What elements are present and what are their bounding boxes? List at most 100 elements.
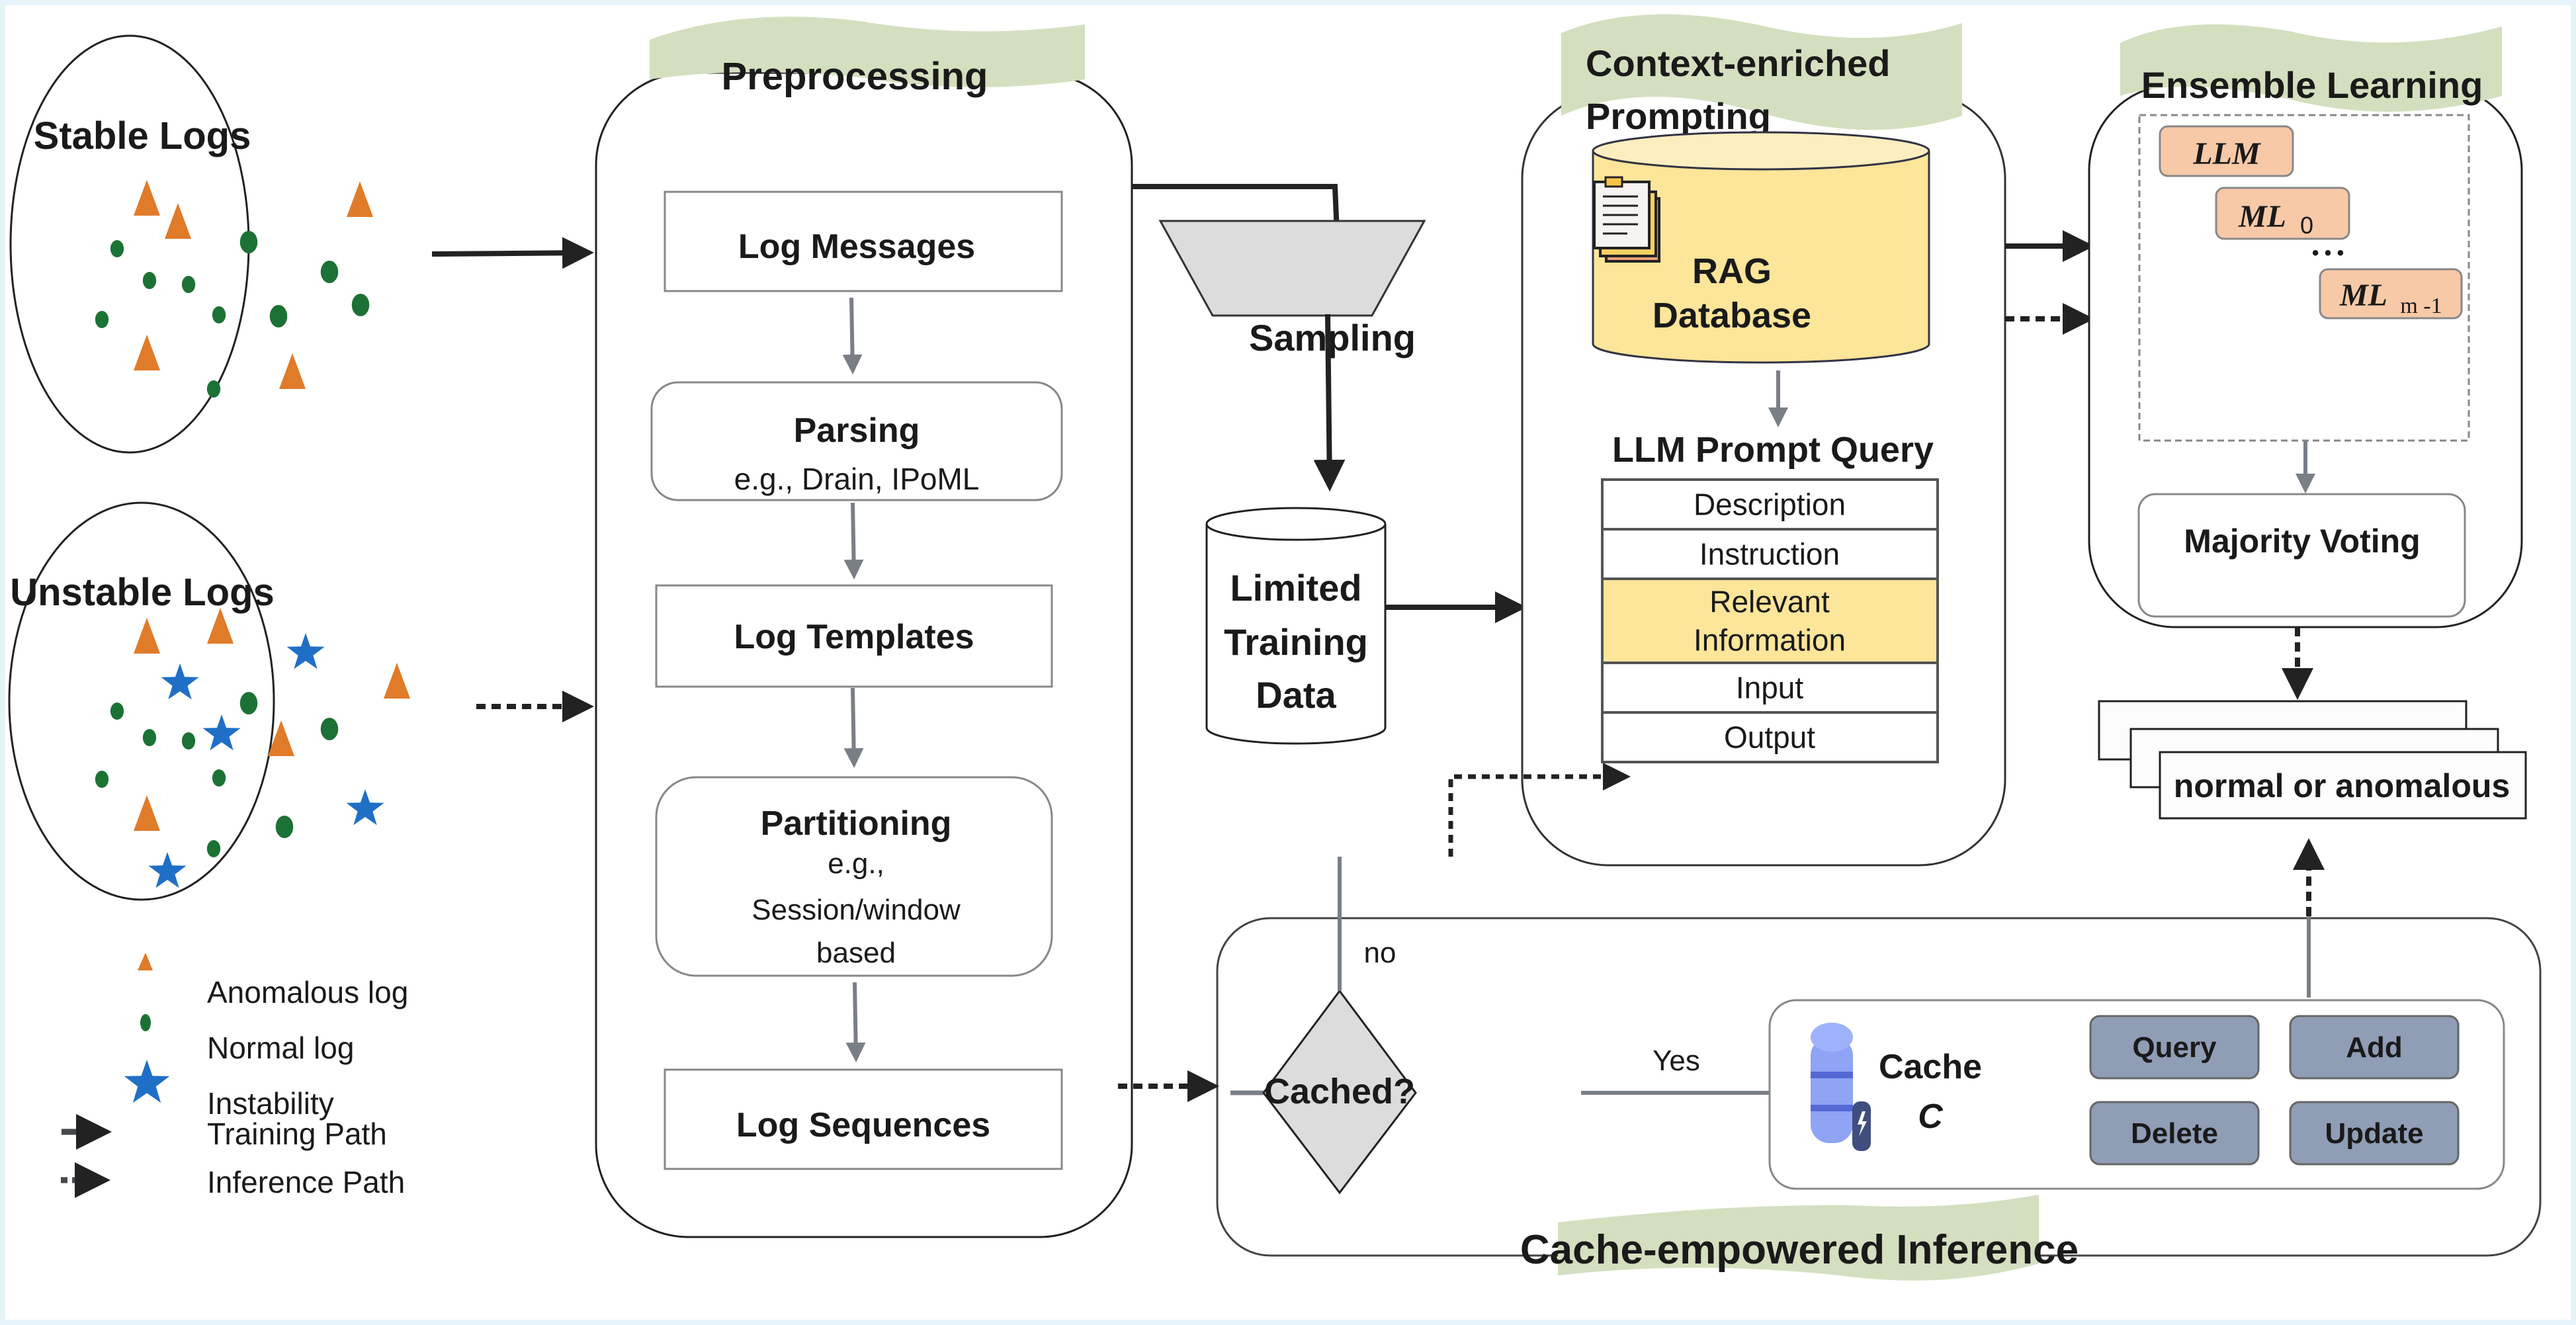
partitioning-subtitle: Session/window <box>751 894 961 926</box>
cache-op-delete-button[interactable]: Delete <box>2089 1101 2260 1166</box>
log-templates-box <box>655 584 1053 688</box>
inference-title: Cache-empowered Inference <box>1520 1227 2079 1273</box>
majority-voting-box <box>2137 493 2466 618</box>
legend-label: Inference Path <box>207 1165 405 1199</box>
normal-log-marker <box>110 703 124 720</box>
flow-arrow <box>845 982 866 1062</box>
sampling-to-data-arrow <box>1313 314 1346 492</box>
normal-log-marker <box>181 276 196 293</box>
stable-to-preprocessing-arrow <box>431 237 594 269</box>
unstable-logs-cluster: Unstable Logs <box>8 501 410 901</box>
no-to-prompting-arrow <box>1448 763 1631 857</box>
ml0-model-box <box>2215 187 2350 240</box>
cache-op-label: Update <box>2325 1117 2423 1150</box>
prompt-row-label: Instruction <box>1699 537 1840 572</box>
stable-logs-cluster: Stable Logs <box>9 34 373 454</box>
mlm1-model-box <box>2319 268 2463 320</box>
prompt-row <box>1601 711 1939 763</box>
partitioning-box <box>655 776 1053 977</box>
sampling-label: Sampling <box>1249 317 1416 359</box>
llm-model-box <box>2159 125 2294 177</box>
prompt-row-label: Output <box>1724 720 1815 755</box>
anomalous-log-marker <box>279 353 306 389</box>
flow-arrow <box>843 502 864 579</box>
log-sequences-box <box>664 1068 1063 1170</box>
prompt-row-label: Input <box>1736 671 1804 705</box>
prompt-row <box>1601 528 1939 580</box>
anomalous-log-marker <box>134 618 160 654</box>
llm-model-label: LLM <box>2192 136 2262 171</box>
cache-op-add-button[interactable]: Add <box>2289 1015 2460 1080</box>
prompt-row-label: Information <box>1694 623 1846 658</box>
prompting-title: Prompting <box>1586 95 1771 137</box>
training-data-label: Training <box>1224 621 1368 663</box>
prompt-row-label: Description <box>1694 488 1846 522</box>
ml0-model-subscript: 0 <box>2300 212 2313 239</box>
mlm1-model-subscript: m -1 <box>2400 294 2442 318</box>
mlm1-model-label: ML <box>2339 278 2387 313</box>
anomalous-log-marker <box>134 795 160 831</box>
normal-log-marker <box>212 306 226 323</box>
cache-op-update-button[interactable]: Update <box>2289 1101 2460 1166</box>
normal-log-marker <box>181 732 196 749</box>
normal-log-marker <box>320 261 339 283</box>
normal-log-marker <box>142 272 157 289</box>
normal-log-marker <box>351 294 370 316</box>
document-stack-icon <box>1593 176 1660 263</box>
anomalous-log-marker <box>134 335 160 370</box>
normal-log-marker <box>206 380 221 398</box>
cache-symbol: C <box>1918 1097 1944 1136</box>
normal-log-marker <box>95 771 109 788</box>
prompting-title: Context-enriched <box>1586 42 1891 84</box>
prompt-row <box>1601 662 1939 714</box>
result-label: normal or anomalous <box>2174 767 2510 804</box>
cache-op-label: Query <box>2132 1031 2217 1064</box>
partitioning-label: Partitioning <box>761 804 952 843</box>
normal-log-marker <box>95 311 109 328</box>
database-icon <box>1811 1023 1871 1151</box>
log-templates-label: Log Templates <box>734 618 974 656</box>
training-data-label: Data <box>1256 674 1336 716</box>
anomalous-log-marker <box>347 181 373 217</box>
partitioning-subtitle: based <box>816 937 896 969</box>
anomalous-log-marker <box>384 663 410 699</box>
sampling-node: Sampling <box>1158 220 1426 359</box>
prompt-row <box>1601 478 1939 531</box>
prompt-query-title: LLM Prompt Query <box>1612 430 1934 470</box>
triangle-icon <box>138 953 153 970</box>
prompt-row-label: Relevant <box>1709 585 1830 619</box>
circle-icon <box>140 1014 151 1031</box>
result-box <box>2159 751 2527 820</box>
legend: Anomalous log Normal log Instability Tra… <box>61 953 408 1199</box>
stable-logs-title: Stable Logs <box>34 114 251 157</box>
rag-label: RAG <box>1692 251 1772 291</box>
cached-decision-label: Cached? <box>1264 1072 1415 1111</box>
normal-log-marker <box>206 840 221 857</box>
normal-log-marker <box>110 240 124 257</box>
normal-log-marker <box>239 231 258 253</box>
log-sequences-label: Log Sequences <box>736 1106 990 1144</box>
cache-op-query-button[interactable]: Query <box>2089 1015 2260 1080</box>
normal-log-marker <box>269 305 288 327</box>
normal-log-marker <box>239 692 258 714</box>
ensemble-banner <box>2120 24 2502 112</box>
cache-op-label: Add <box>2346 1031 2403 1064</box>
anomalous-log-marker <box>268 720 294 756</box>
inference-banner <box>1558 1195 2039 1281</box>
preprocessing-banner <box>650 17 1085 87</box>
parsing-box <box>650 381 1063 501</box>
ensemble-panel: Ensemble Learning LLM ML 0 • • • ML m -1… <box>2088 24 2523 628</box>
no-label: no <box>1364 937 1396 969</box>
normal-log-marker <box>320 718 339 740</box>
model-group <box>2138 114 2470 442</box>
ml0-model-label: ML <box>2238 199 2286 234</box>
cached-decision <box>1262 989 1417 1195</box>
parsing-label: Parsing <box>794 411 920 450</box>
anomalous-log-marker <box>207 608 234 644</box>
rag-label: Database <box>1653 296 1811 335</box>
cache-title: Cache <box>1879 1048 1982 1086</box>
normal-log-marker <box>142 729 157 746</box>
yes-label: Yes <box>1653 1045 1700 1077</box>
training-data-store: Limited Training Data <box>1205 507 1387 745</box>
